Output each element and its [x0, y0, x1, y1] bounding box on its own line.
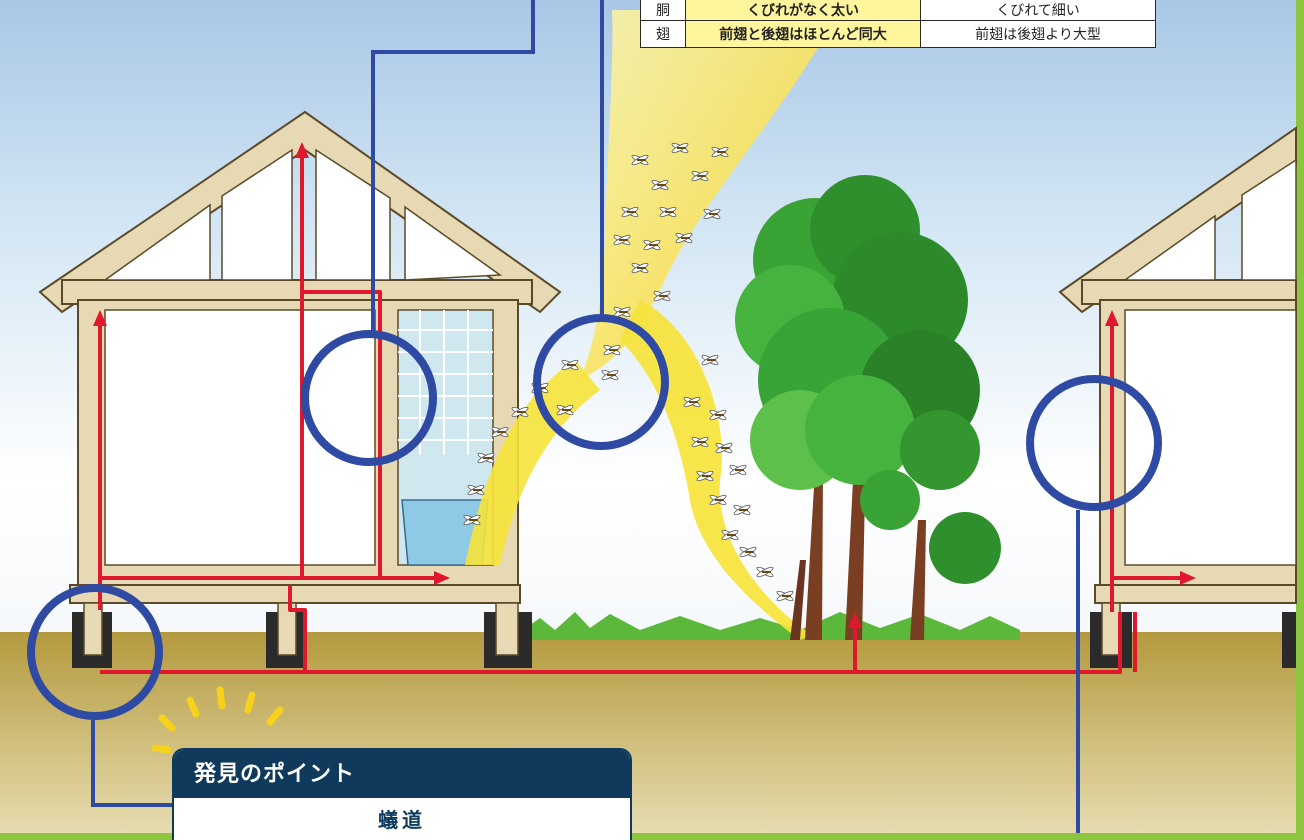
swarm-beam-upper [580, 10, 840, 380]
table-cell: 前翅と後翅はほとんど同大 [685, 20, 921, 48]
comparison-table: 胴 くびれがなく太い くびれて細い 翅 前翅と後翅はほとんど同大 前翅は後翅より… [640, 0, 1156, 48]
sunburst-icon [151, 686, 284, 754]
row-header: 翅 [640, 20, 686, 48]
tree-icon [735, 175, 1001, 640]
discovery-point-panel: 発見のポイント 蟻道 [174, 750, 630, 840]
panel-title: 発見のポイント [174, 750, 630, 798]
table-cell: くびれて細い [920, 0, 1156, 21]
table-row: 翅 前翅と後翅はほとんど同大 前翅は後翅より大型 [640, 20, 1156, 48]
table-row: 胴 くびれがなく太い くびれて細い [640, 0, 1156, 21]
table-cell: くびれがなく太い [685, 0, 921, 21]
magnifier-circle-icon [27, 314, 1162, 720]
grass [520, 612, 1020, 640]
panel-subtitle: 蟻道 [378, 808, 426, 832]
termite-route-lines [98, 150, 1180, 674]
callout-lines [91, 0, 1080, 833]
table-cell: 前翅は後翅より大型 [920, 20, 1156, 48]
route-arrowheads [93, 142, 1196, 628]
right-house [1058, 126, 1297, 668]
row-header: 胴 [640, 0, 686, 21]
